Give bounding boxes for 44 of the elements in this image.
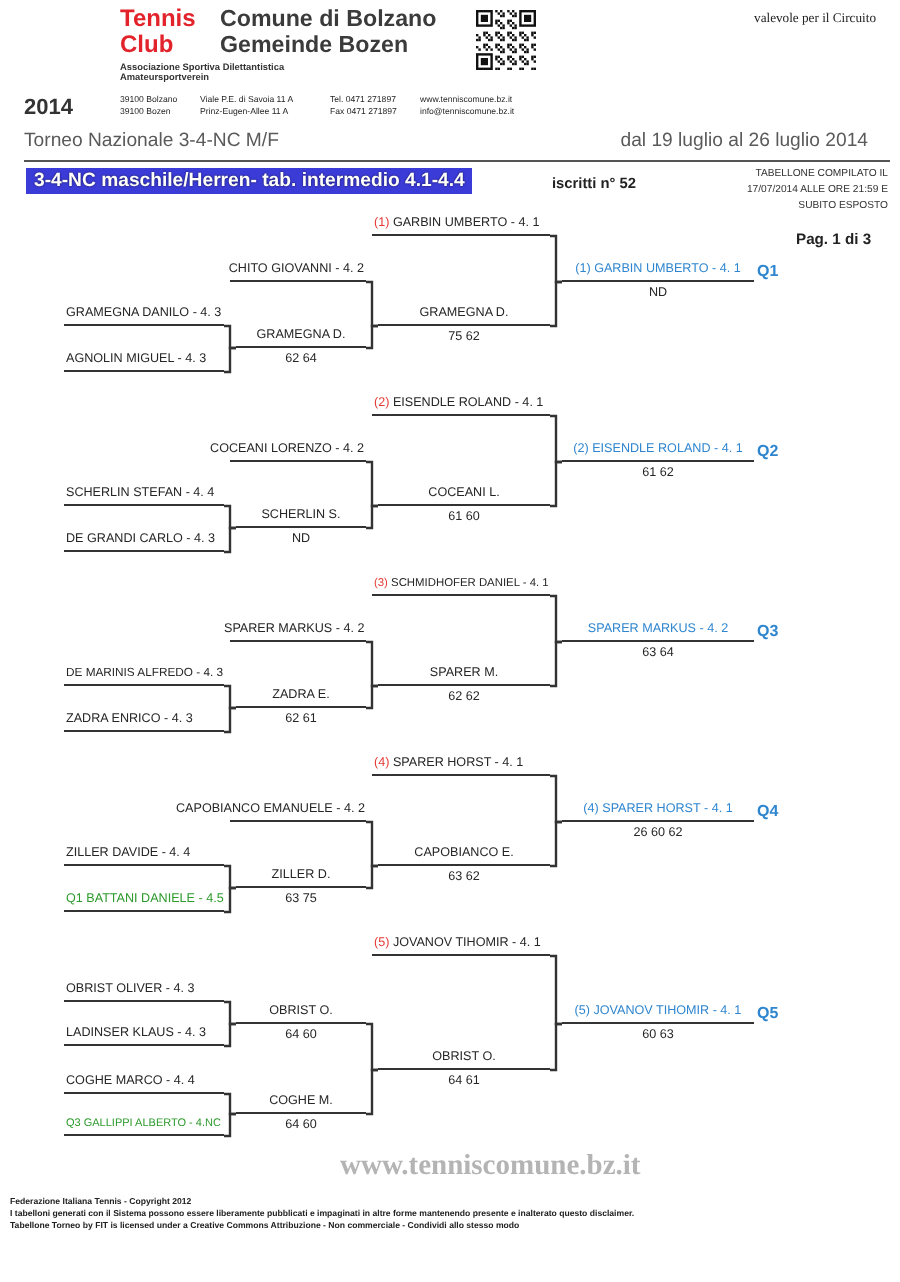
bracket-line: [550, 414, 562, 464]
bracket-line: [224, 1092, 236, 1116]
bracket-line: [550, 774, 562, 824]
bracket-line: [224, 324, 236, 350]
bracket-line: [366, 684, 378, 710]
qualifier-label: Q1: [757, 261, 779, 279]
club-name: Tennis Club: [120, 6, 198, 58]
tournament-name: Torneo Nazionale 3-4-NC M/F: [24, 130, 279, 154]
bracket-line: [224, 684, 236, 710]
qualifier-label: Q3: [757, 621, 779, 639]
bracket-line: [550, 1022, 562, 1072]
qualifier-label: Q5: [757, 1003, 779, 1021]
bracket-line: [550, 820, 562, 868]
bracket-line: [366, 460, 378, 508]
bracket-line: [550, 640, 562, 688]
bracket-line: [550, 280, 562, 328]
bracket-line: [224, 526, 236, 554]
bracket-line: [224, 886, 236, 914]
bracket-line: [550, 594, 562, 644]
bracket-line: [366, 1022, 378, 1072]
bracket-line: [224, 864, 236, 890]
bracket-line: [224, 504, 236, 530]
municipality-name: Comune di Bolzano Gemeinde Bozen: [220, 6, 439, 58]
bracket-line: [550, 954, 562, 1026]
bracket-line: [550, 234, 562, 284]
bracket-line: [224, 1000, 236, 1026]
bracket-line: [224, 346, 236, 374]
bracket-line: [550, 460, 562, 508]
bracket-line: [224, 706, 236, 734]
bracket-line: [366, 324, 378, 350]
bracket-line: [366, 504, 378, 530]
tournament-dates: dal 19 luglio al 26 luglio 2014: [620, 130, 868, 154]
bracket-line: [366, 640, 378, 688]
website-address: www.tenniscomune.bz.it: [340, 1150, 641, 1185]
qualifier-label: Q2: [757, 441, 779, 459]
year-label: 2014: [24, 96, 73, 123]
title-banner: 3-4-NC maschile/Herren- tab. intermedio 4.1-4.4: [26, 168, 473, 194]
bracket-line: [224, 1022, 236, 1048]
qualifier-label: Q4: [757, 801, 779, 819]
bracket-line: [366, 1068, 378, 1116]
bracket-line: [366, 280, 378, 328]
bracket-line: [366, 820, 378, 868]
bracket-line: [224, 1112, 236, 1138]
bracket-line: [366, 864, 378, 890]
